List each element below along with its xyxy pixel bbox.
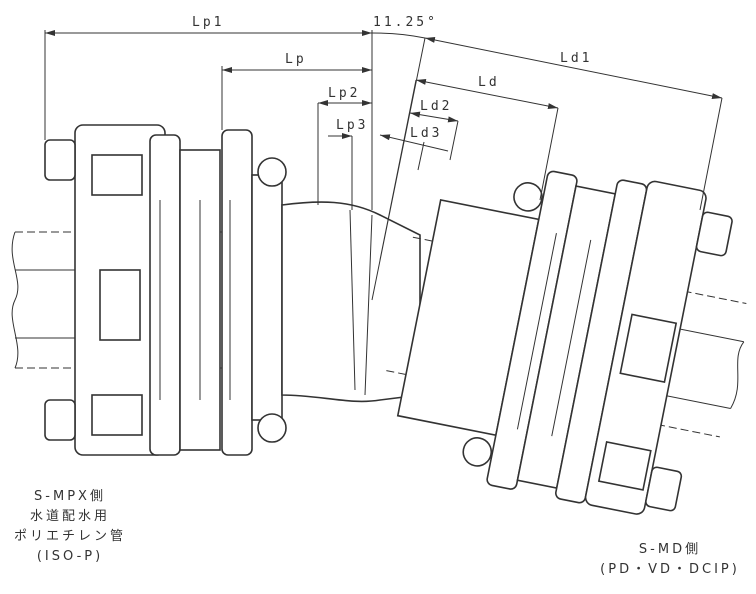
right-flange-assembly: [386, 170, 747, 515]
left-flange-assembly: [44, 124, 287, 456]
dim-ld3: Ld3: [410, 126, 442, 141]
right-side-label: S-MD側 (PD・VD・DCIP): [590, 540, 750, 580]
right-side-line1: S-MD側: [638, 542, 702, 557]
bend-body: [281, 201, 421, 403]
right-side-line2: (PD・VD・DCIP): [600, 562, 740, 577]
left-side-line1: S-MPX側: [34, 489, 106, 504]
dim-lp2: Lp2: [328, 86, 360, 101]
dim-ld: Ld: [478, 75, 500, 90]
left-side-line2: 水道配水用: [29, 509, 110, 524]
dim-ld2: Ld2: [420, 99, 452, 114]
left-side-label: S-MPX側 水道配水用 ポリエチレン管 (ISO-P): [10, 487, 130, 567]
dim-ld1: Ld1: [560, 51, 592, 66]
left-side-line4: (ISO-P): [36, 549, 104, 564]
dim-lp1: Lp1: [192, 15, 224, 30]
dim-angle: 11.25°: [373, 15, 438, 30]
dim-lp: Lp: [285, 52, 307, 67]
dimension-lines: [44, 30, 723, 301]
left-side-line3: ポリエチレン管: [13, 529, 126, 544]
dim-lp3: Lp3: [336, 118, 368, 133]
